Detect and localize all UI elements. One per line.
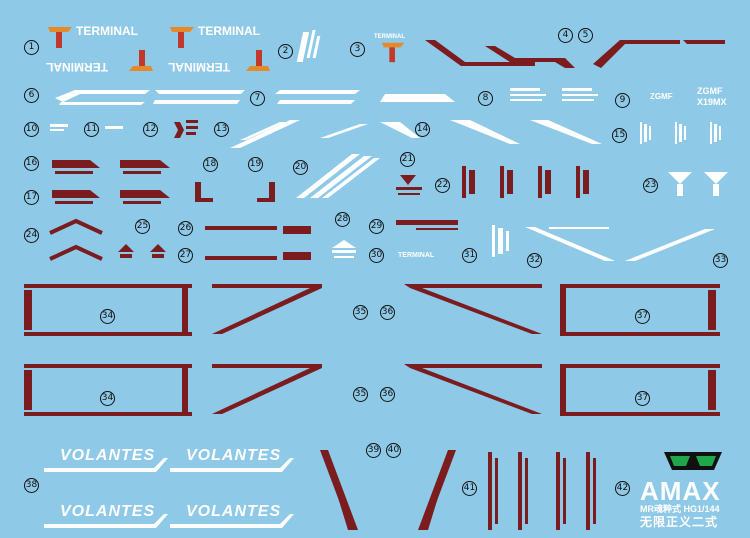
decal-number-27: 27 — [178, 248, 193, 263]
volantes-label-3: VOLANTES — [60, 503, 156, 520]
white-stripes-6-7 — [55, 90, 455, 105]
terminal-label-small: TERMINAL — [374, 34, 405, 40]
maroon-slashes-39-40 — [320, 450, 456, 530]
decal-number-37a: 37 — [635, 309, 650, 324]
zgmf-x19mx-label: ZGMF — [697, 86, 723, 96]
brand-line1: MR魂粹式 HG1/144 — [640, 504, 720, 514]
decal-number-30: 30 — [369, 248, 384, 263]
decal-number-3: 3 — [350, 42, 365, 57]
decal-number-22: 22 — [435, 178, 450, 193]
terminal-mirror-label-2: TERMINAL — [168, 60, 230, 74]
volantes-label-1: VOLANTES — [60, 447, 156, 464]
decal-number-2: 2 — [278, 44, 293, 59]
decal-number-18: 18 — [203, 157, 218, 172]
terminal-logo-icon — [48, 27, 72, 48]
decal-number-6: 6 — [24, 88, 39, 103]
terminal-logo-2-icon — [170, 27, 194, 48]
decal-number-16: 16 — [24, 156, 39, 171]
decal-number-33: 33 — [713, 253, 728, 268]
decal-number-31: 31 — [462, 248, 477, 263]
decal-number-13: 13 — [214, 122, 229, 137]
brand-name: AMAX — [640, 476, 721, 506]
decal-number-1: 1 — [24, 40, 39, 55]
decal-number-21: 21 — [400, 152, 415, 167]
decal-number-24: 24 — [24, 228, 39, 243]
terminal-label-2: TERMINAL — [198, 24, 260, 38]
volantes-label-4: VOLANTES — [186, 503, 282, 520]
maroon-frames-34-37 — [24, 284, 720, 416]
decal-number-11: 11 — [84, 122, 99, 137]
decal-number-38: 38 — [24, 478, 39, 493]
maroon-shapes-16-17 — [52, 160, 170, 204]
decal-number-9: 9 — [615, 93, 630, 108]
maroon-emblem-13 — [174, 120, 198, 138]
decal-number-34a: 34 — [100, 309, 115, 324]
volantes-label-2: VOLANTES — [186, 447, 282, 464]
maroon-chevrons-24 — [49, 218, 103, 261]
decal-number-25: 25 — [135, 219, 150, 234]
decal-number-17: 17 — [24, 190, 39, 205]
terminal-logo-small-icon — [382, 42, 405, 63]
decal-number-35b: 35 — [353, 387, 368, 402]
terminal-logo-mirror-2-icon — [246, 50, 270, 71]
brand-block: AMAX MR魂粹式 HG1/144 无限正义二式 — [640, 478, 745, 529]
decal-number-10: 10 — [24, 122, 39, 137]
maroon-vertical-bars-41-42 — [488, 452, 596, 530]
x19mx-label: X19MX — [697, 97, 727, 107]
brand-line2: 无限正义二式 — [640, 515, 719, 529]
terminal-label-30: TERMINAL — [398, 252, 435, 259]
terminal-logo-mirror-icon — [129, 50, 153, 71]
maroon-brackets-18-19 — [195, 182, 275, 202]
decal-number-5: 5 — [578, 28, 593, 43]
decal-number-37b: 37 — [635, 391, 650, 406]
maroon-hazard-29 — [396, 220, 458, 230]
white-y-emblems-23 — [668, 172, 728, 196]
decal-number-34b: 34 — [100, 391, 115, 406]
small-white-tags-10-11 — [50, 124, 123, 131]
decal-number-8: 8 — [478, 91, 493, 106]
decal-number-15: 15 — [612, 128, 627, 143]
white-vertical-tag-31 — [492, 225, 509, 257]
zgmf-diagonal-decal — [296, 30, 321, 62]
decal-number-23: 23 — [643, 178, 658, 193]
visor-emblem-icon — [664, 452, 722, 470]
decal-number-14: 14 — [415, 122, 430, 137]
decal-number-20: 20 — [293, 160, 308, 175]
decal-number-26: 26 — [178, 221, 193, 236]
decal-number-19: 19 — [248, 157, 263, 172]
white-vertical-tags-15 — [640, 122, 721, 144]
white-emblem-28 — [332, 240, 356, 258]
decal-number-36b: 36 — [380, 387, 395, 402]
decal-number-42: 42 — [615, 481, 630, 496]
decal-number-29: 29 — [369, 219, 384, 234]
white-chevrons-14 — [230, 120, 602, 148]
volantes-underlines — [44, 458, 294, 528]
decal-number-32: 32 — [527, 253, 542, 268]
decal-number-7: 7 — [250, 91, 265, 106]
maroon-vertical-tags-22-23 — [462, 166, 589, 198]
terminal-mirror-label-1: TERMINAL — [46, 60, 108, 74]
decal-number-36a: 36 — [380, 305, 395, 320]
maroon-hazard-bars-26-27 — [205, 226, 311, 260]
white-diagonal-32-33 — [525, 227, 715, 261]
decal-number-41: 41 — [462, 481, 477, 496]
decal-number-35a: 35 — [353, 305, 368, 320]
maroon-stripe-4 — [425, 40, 725, 68]
decal-number-40: 40 — [386, 443, 401, 458]
terminal-label-1: TERMINAL — [76, 24, 138, 38]
white-slash-20 — [296, 154, 380, 198]
white-text-blocks-8 — [510, 88, 598, 101]
decal-number-28: 28 — [335, 212, 350, 227]
maroon-houses-25 — [118, 244, 166, 258]
zgmf-label: ZGMF — [650, 92, 673, 101]
decal-number-4: 4 — [558, 28, 573, 43]
maroon-emblem-21 — [396, 175, 422, 195]
decal-number-12: 12 — [143, 122, 158, 137]
decal-number-39: 39 — [366, 443, 381, 458]
